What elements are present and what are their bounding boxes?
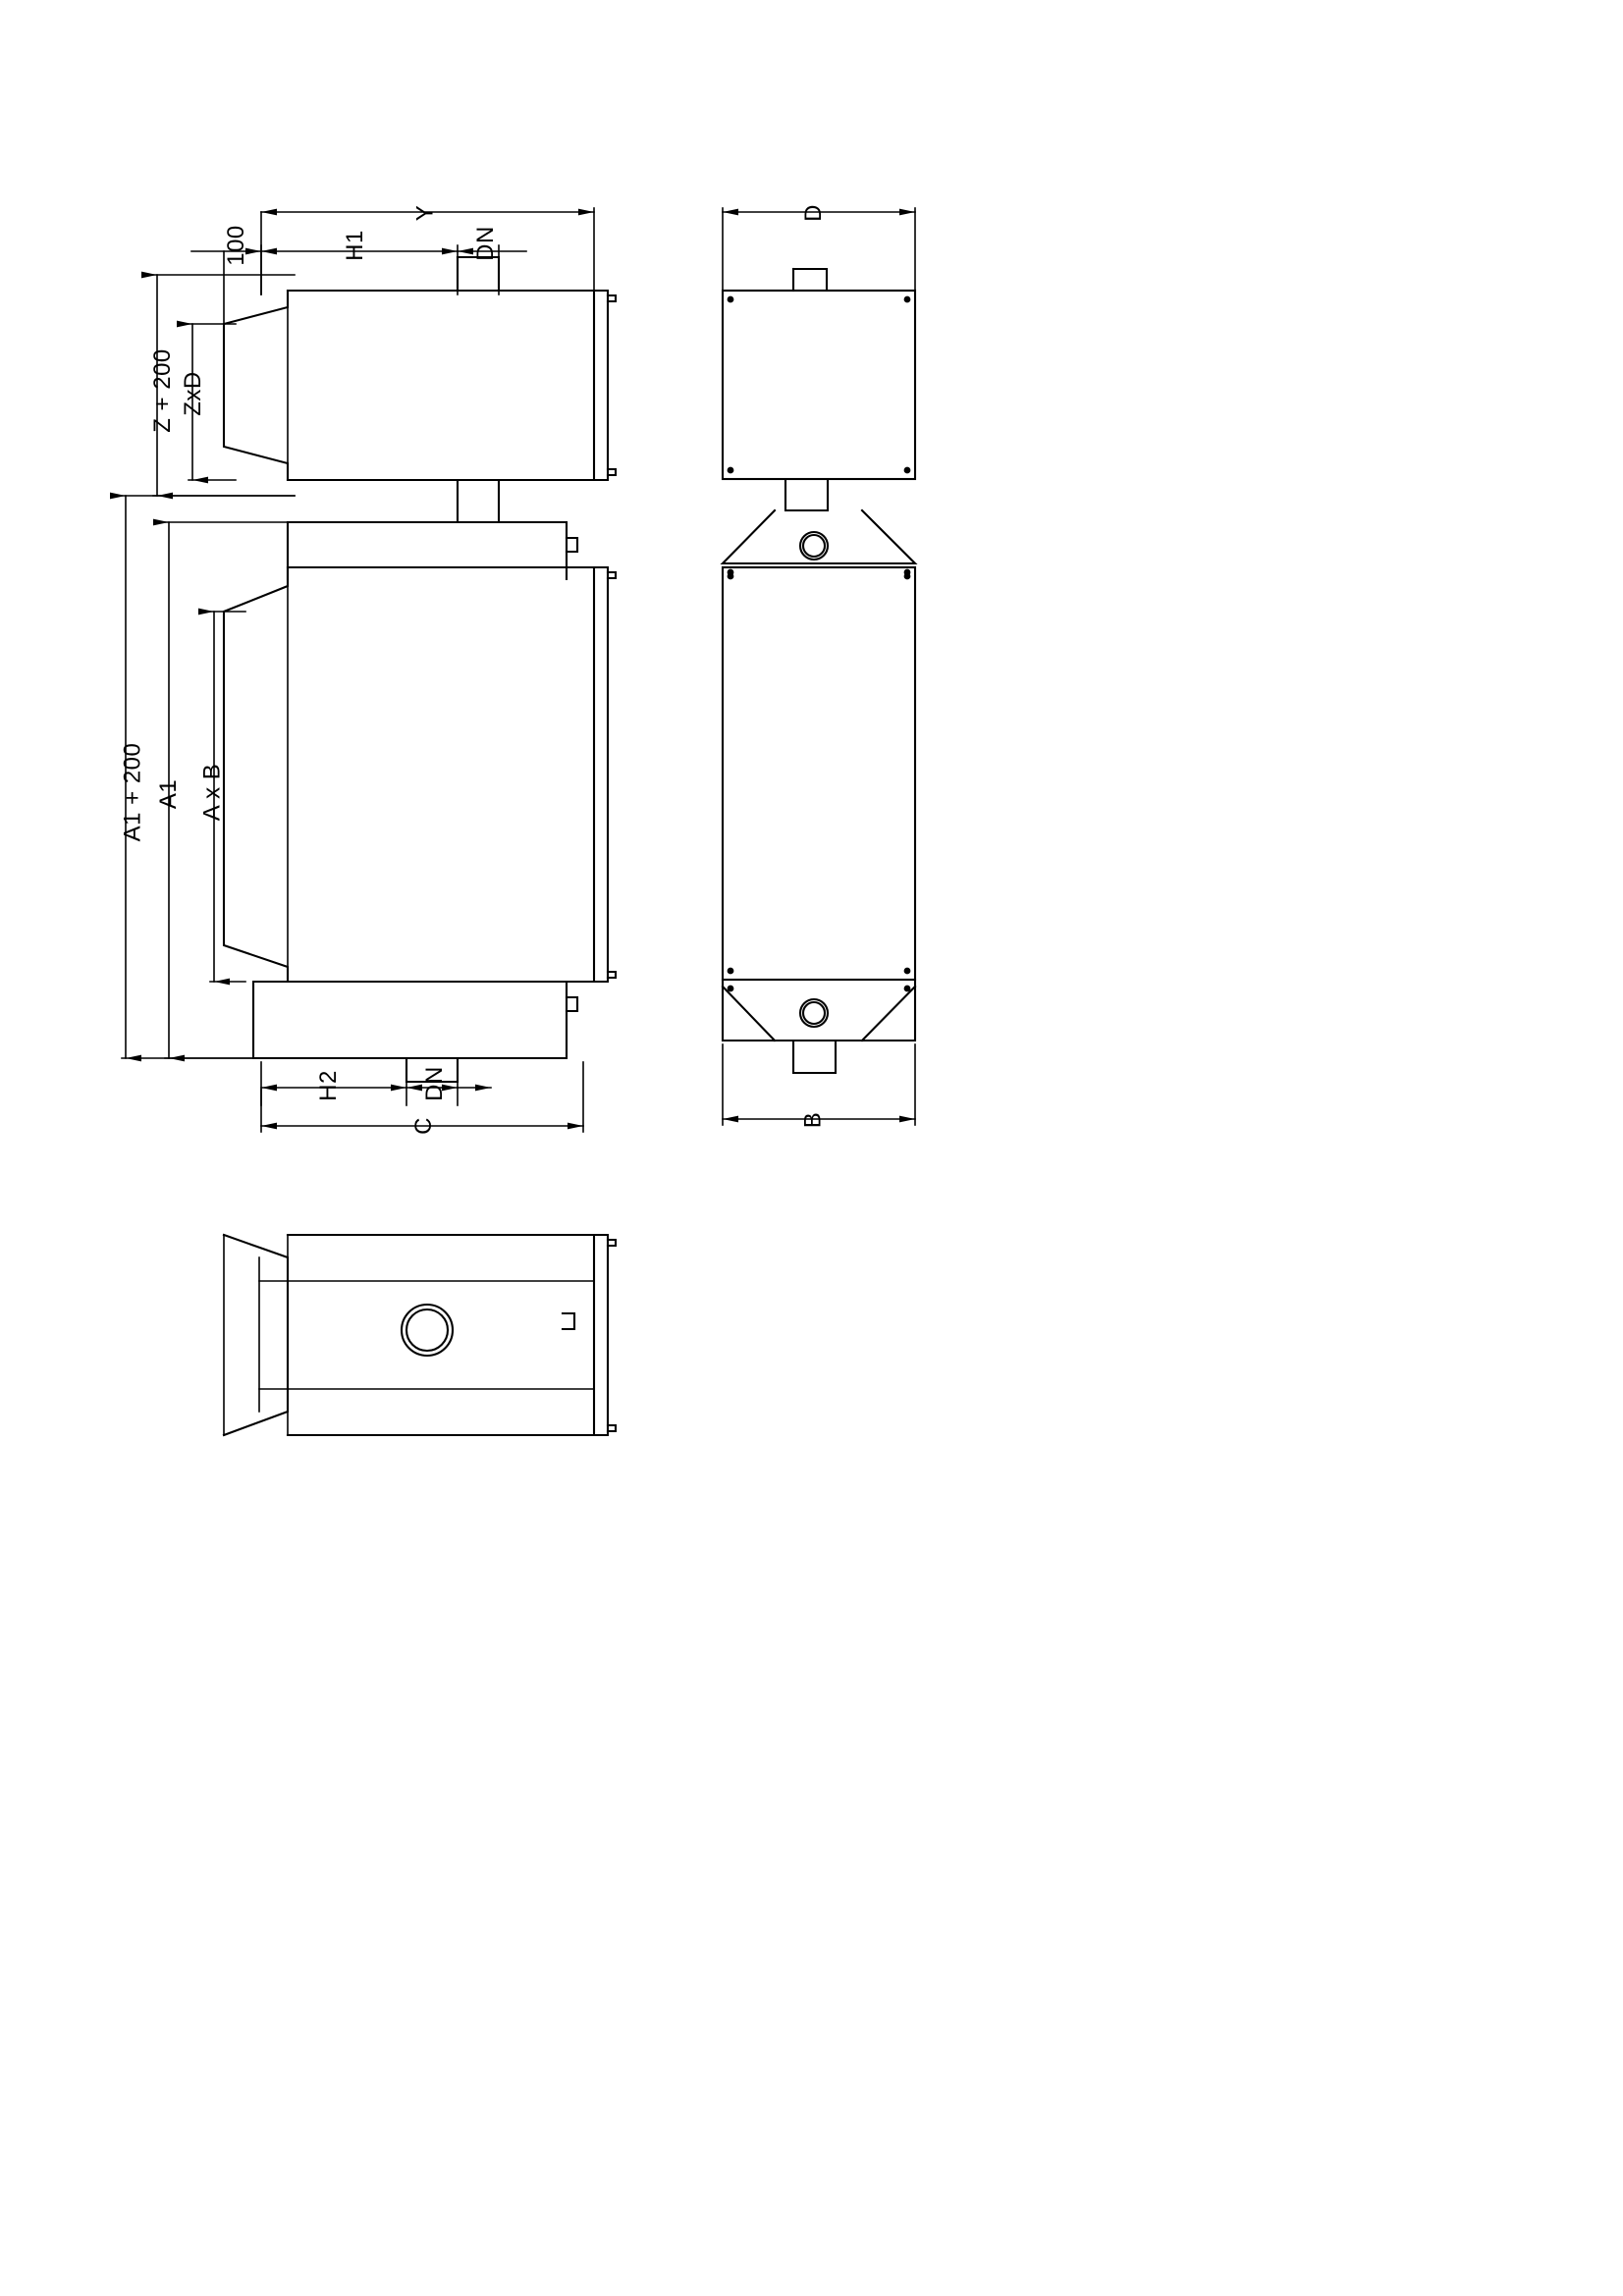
upper-tank-front-body bbox=[222, 255, 618, 524]
upper-side-dimension bbox=[722, 207, 916, 292]
dim-label-h1: H1 bbox=[341, 230, 368, 261]
dim-label-b: B bbox=[799, 1111, 827, 1129]
main-view-dimensions bbox=[110, 492, 584, 1133]
tank-plan-body bbox=[222, 1233, 618, 1437]
dim-label-h2: H2 bbox=[314, 1070, 342, 1101]
dim-label-z-200: Z + 200 bbox=[148, 348, 176, 433]
dim-label-zxd: ZxD bbox=[179, 371, 206, 416]
upper-tank-side-body bbox=[720, 267, 918, 565]
upper-side-bolt-holes bbox=[727, 295, 911, 576]
dim-label-a1-200: A1 + 200 bbox=[119, 742, 146, 842]
dim-label-dn-bottom: DN bbox=[420, 1066, 448, 1101]
main-side-bolt-holes bbox=[727, 572, 911, 992]
dim-label-dn-top: DN bbox=[471, 226, 499, 261]
dim-label-y: Y bbox=[411, 204, 439, 222]
main-tank-front-body bbox=[222, 520, 618, 1084]
main-tank-side-body bbox=[721, 565, 917, 1075]
upper-view-dimensions bbox=[141, 207, 595, 500]
dim-label-axb: A x B bbox=[198, 763, 226, 822]
dim-label-d: D bbox=[799, 204, 827, 222]
main-side-dimension bbox=[722, 1043, 916, 1126]
dim-label-100: 100 bbox=[222, 225, 249, 266]
dim-label-a1: A1 bbox=[155, 778, 183, 810]
dim-label-c: C bbox=[409, 1117, 437, 1135]
